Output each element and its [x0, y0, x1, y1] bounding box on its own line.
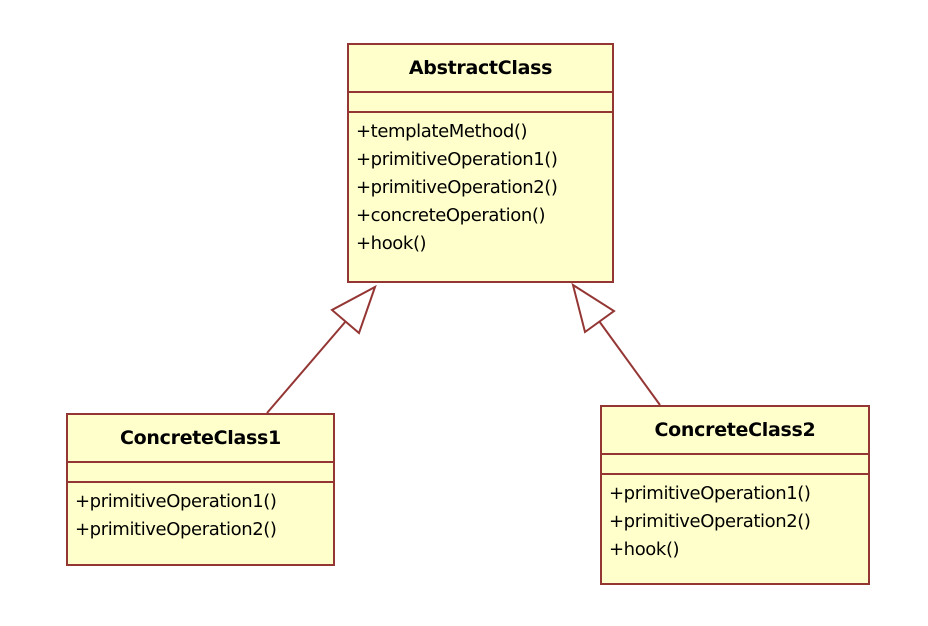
method-label: +concreteOperation() — [356, 205, 546, 226]
method-label: +primitiveOperation1() — [356, 149, 558, 170]
method-label: +templateMethod() — [356, 121, 528, 142]
class-name-concreteclass2: ConcreteClass2 — [602, 407, 868, 455]
methods-compartment: +templateMethod() +primitiveOperation1()… — [349, 113, 612, 258]
class-box-abstractclass: AbstractClass +templateMethod() +primiti… — [347, 43, 614, 283]
generalization-arrow-concreteclass2-to-abstractclass — [571, 282, 661, 406]
method-label: +primitiveOperation1() — [609, 483, 811, 504]
class-box-concreteclass1: ConcreteClass1 +primitiveOperation1() +p… — [66, 413, 335, 566]
attributes-compartment-empty — [602, 455, 868, 475]
class-box-concreteclass2: ConcreteClass2 +primitiveOperation1() +p… — [600, 405, 870, 585]
attributes-compartment-empty — [349, 93, 612, 113]
generalization-arrow-concreteclass1-to-abstractclass — [266, 284, 377, 414]
class-name-abstractclass: AbstractClass — [349, 45, 612, 93]
class-name-concreteclass1: ConcreteClass1 — [68, 415, 333, 463]
attributes-compartment-empty — [68, 463, 333, 483]
methods-compartment: +primitiveOperation1() +primitiveOperati… — [68, 483, 333, 544]
method-label: +primitiveOperation2() — [356, 177, 558, 198]
method-label: +primitiveOperation2() — [75, 519, 277, 540]
hollow-triangle-arrowhead-icon — [330, 284, 377, 335]
method-label: +primitiveOperation2() — [609, 511, 811, 532]
method-label: +primitiveOperation1() — [75, 491, 277, 512]
hollow-triangle-arrowhead-icon — [571, 282, 616, 334]
method-label: +hook() — [609, 539, 680, 560]
methods-compartment: +primitiveOperation1() +primitiveOperati… — [602, 475, 868, 564]
method-label: +hook() — [356, 233, 427, 254]
